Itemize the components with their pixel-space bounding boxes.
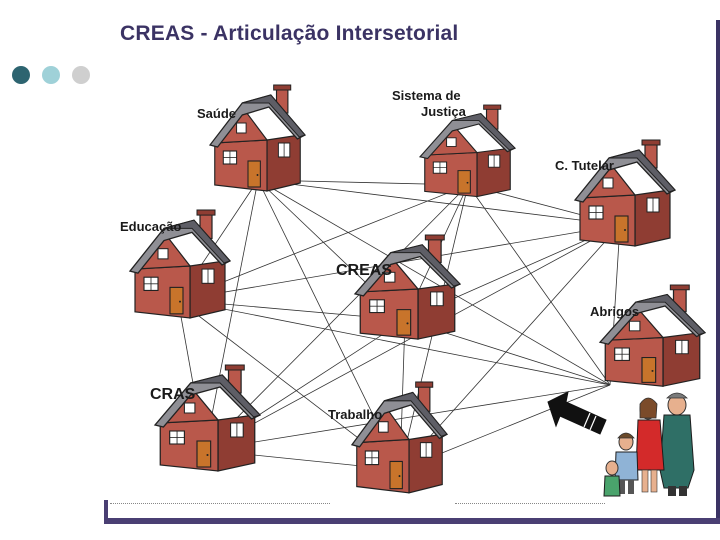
footer-divider-right xyxy=(455,503,605,504)
node-label-abrigos: Abrigos xyxy=(590,304,639,319)
node-label-educacao: Educação xyxy=(120,219,181,234)
connection-line xyxy=(257,179,621,226)
house-trabalho xyxy=(350,381,449,494)
house-justica xyxy=(418,104,517,198)
node-label-cras: CRAS xyxy=(150,386,196,403)
family-illustration xyxy=(603,392,695,497)
connection-line xyxy=(177,299,611,386)
house-nodes xyxy=(128,84,707,494)
bullet-dot-1 xyxy=(12,66,30,84)
house-educacao xyxy=(128,209,232,319)
slide-frame-corner xyxy=(104,500,108,524)
node-label-saude: Saúde xyxy=(197,106,236,121)
node-label-sistema-justica-line2: Justiça xyxy=(421,104,467,119)
bullet-dot-2 xyxy=(42,66,60,84)
node-label-trabalho: Trabalho xyxy=(328,407,382,422)
slide-frame-bottom xyxy=(104,518,720,524)
node-label-sistema-justica-line1: Sistema de xyxy=(392,88,461,103)
house-tutelar xyxy=(573,139,677,247)
house-saude xyxy=(208,84,307,192)
arrow-icon xyxy=(547,391,607,435)
connection-line xyxy=(257,179,611,386)
node-label-creas: CREAS xyxy=(336,262,392,279)
connection-line xyxy=(467,184,611,386)
slide-frame-right xyxy=(716,20,720,524)
bullet-dot-3 xyxy=(72,66,90,84)
slide-title: CREAS - Articulação Intersetorial xyxy=(120,22,459,45)
footer-divider-left xyxy=(110,503,330,504)
house-creas xyxy=(353,234,462,340)
connection-line xyxy=(204,384,611,451)
house-abrigos xyxy=(598,284,707,387)
node-label-c-tutelar: C. Tutelar xyxy=(555,158,614,173)
connection-line xyxy=(204,179,259,451)
connection-line xyxy=(177,184,469,301)
house-cras xyxy=(153,364,262,472)
